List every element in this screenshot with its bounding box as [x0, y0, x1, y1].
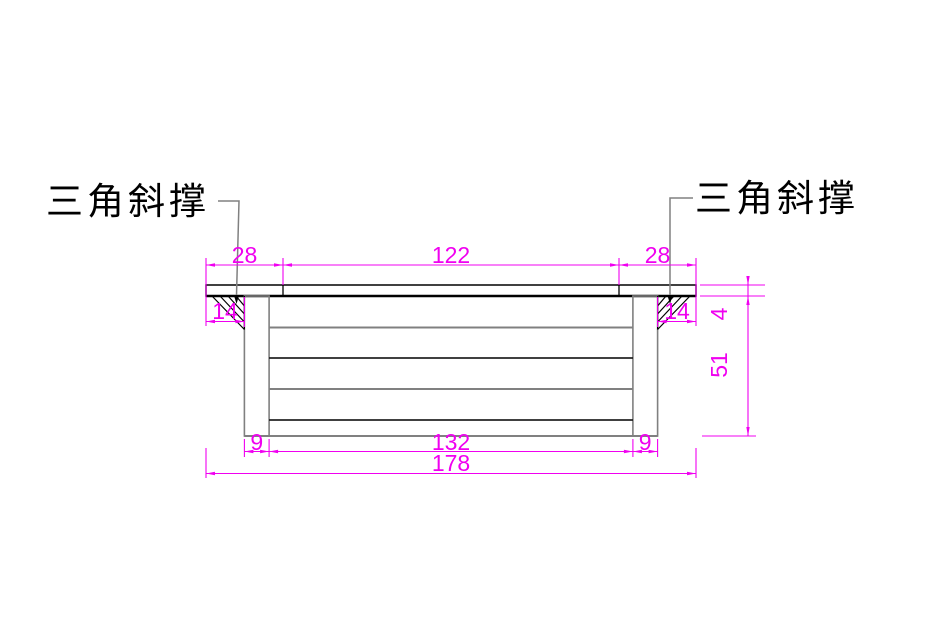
left-brace-hypotenuse: [211, 295, 245, 330]
right-leg: [632, 295, 659, 437]
left-brace-label: 三角斜撑: [46, 180, 210, 223]
dim-brace-left: 14: [212, 298, 238, 324]
right-leader-line: [669, 197, 693, 296]
dim-arrows: [206, 263, 750, 476]
left-leader-line: [218, 200, 240, 296]
dim-box-height: 51: [706, 352, 732, 378]
leader-callouts: 三角斜撑 三角斜撑: [46, 177, 859, 304]
left-leader-arrow: [233, 295, 240, 304]
extension-lines: [205, 258, 765, 478]
dim-leg-left-width: 9: [250, 429, 263, 455]
dimensions: 28 122 28 14 14 4 51 9 132 9 178: [205, 242, 765, 478]
dim-texts: 28 122 28 14 14 4 51 9 132 9 178: [212, 242, 732, 476]
left-brace-hatch-1: [219, 295, 245, 323]
dim-leg-right-width: 9: [639, 429, 652, 455]
dim-inner-span: 132: [432, 429, 470, 455]
top-board: [205, 284, 697, 297]
right-brace-hypotenuse: [657, 295, 691, 330]
dim-brace-right: 14: [664, 298, 690, 324]
dim-top-overhang-left: 28: [232, 242, 258, 268]
right-leader-arrow: [667, 295, 673, 304]
left-brace-hatch-2: [227, 295, 245, 315]
left-leg: [243, 295, 270, 437]
dim-top-span: 122: [432, 242, 470, 268]
right-brace-label: 三角斜撑: [695, 177, 859, 220]
structure: [205, 284, 697, 437]
dim-top-overhang-right: 28: [645, 242, 671, 268]
dim-board-thickness: 4: [706, 307, 732, 320]
dim-total-width: 178: [432, 450, 470, 476]
right-brace-hatch-3: [657, 295, 667, 307]
slats: [244, 326, 658, 437]
right-brace-hatch-1: [657, 295, 683, 323]
